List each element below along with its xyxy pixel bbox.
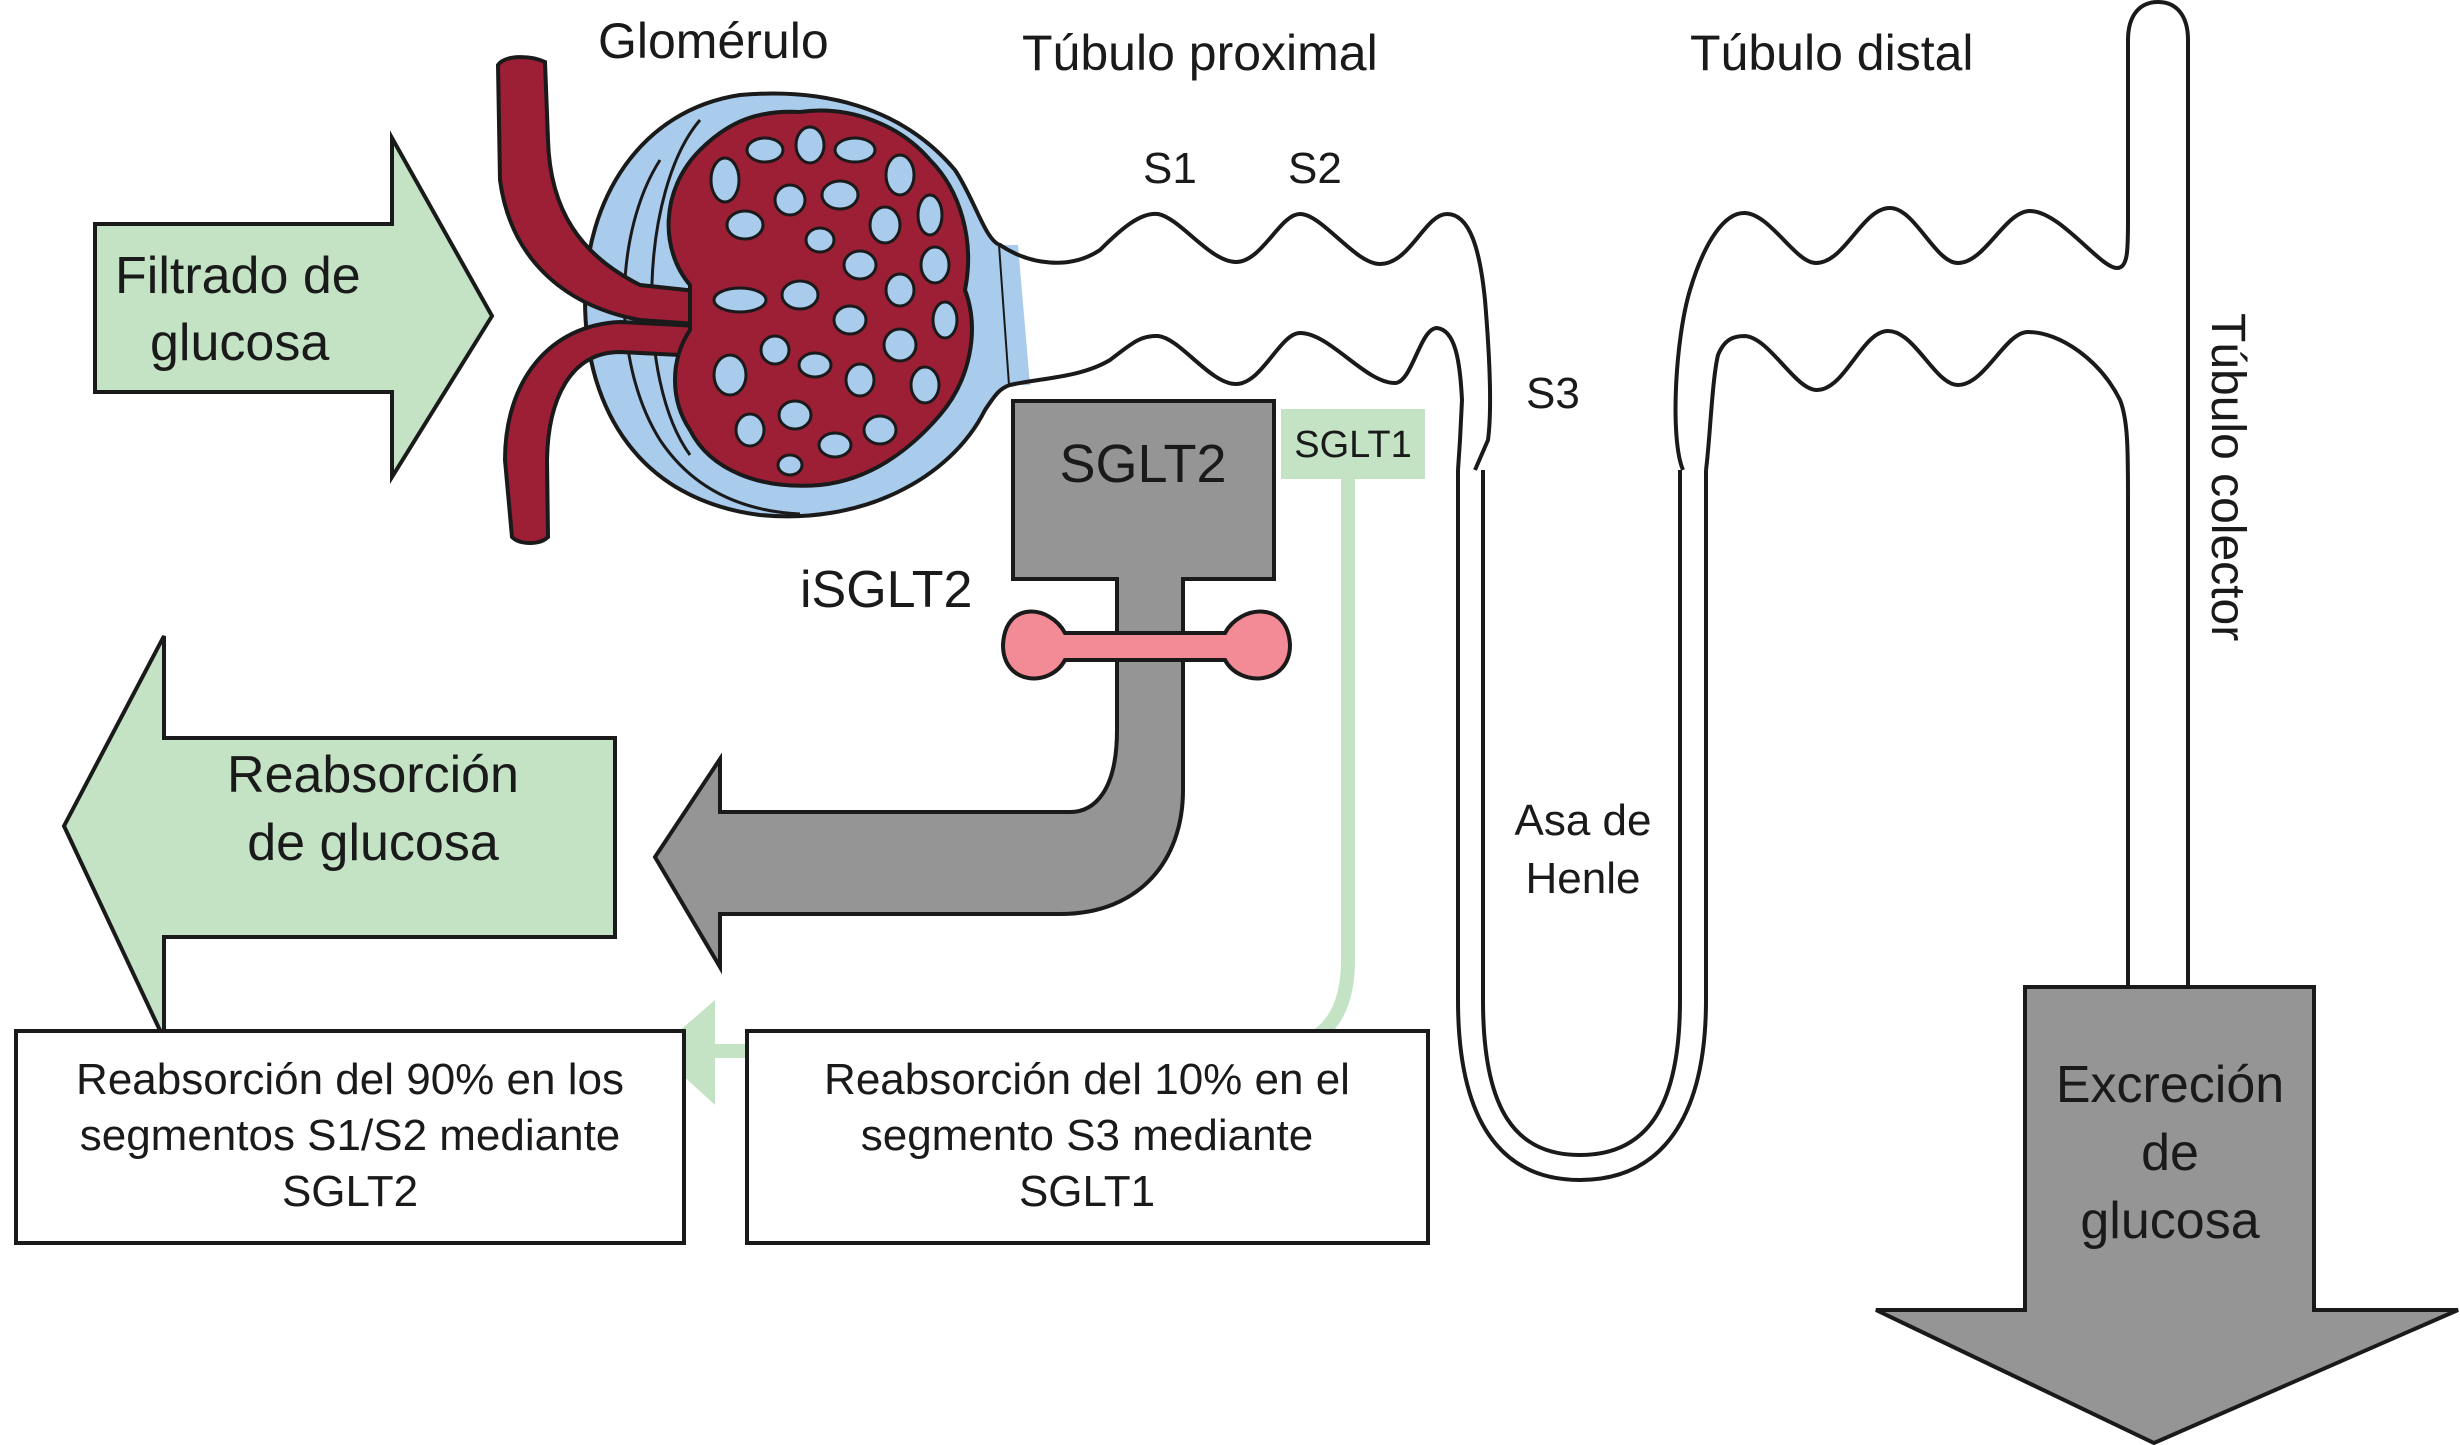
sglt1-label-box	[1281, 409, 1425, 479]
reabsorption-arrow: Reabsorción de glucosa	[61, 635, 617, 1040]
filtration-arrow: Filtrado de glucosa	[93, 130, 495, 485]
excretion-label-line2: de	[2141, 1124, 2199, 1182]
distal-tubule-outer-wall	[1673, 0, 2190, 987]
note-sglt2-line3: SGLT2	[282, 1167, 418, 1216]
note-sglt1-line2: segmento S3 mediante	[861, 1111, 1314, 1160]
note-box-sglt2-frame	[14, 1029, 686, 1245]
filtration-label-line2: glucosa	[150, 314, 329, 372]
filtration-label-line1: Filtrado de	[115, 247, 361, 305]
loop-of-henle-inner	[1481, 470, 1682, 1158]
loop-of-henle-label-line1: Asa de	[1515, 796, 1652, 845]
reabsorption-label-line1: Reabsorción	[227, 746, 519, 804]
afferent-arteriole	[495, 55, 782, 333]
sglt2-label: SGLT2	[1059, 434, 1226, 494]
distal-tubule-label: Túbulo distal	[1690, 25, 1974, 81]
glomerular-tuft	[666, 108, 974, 488]
sglt2-box-stem-cover	[1119, 574, 1181, 586]
distal-tubule-inner-wall	[1704, 328, 2130, 987]
isglt2-label: iSGLT2	[800, 561, 972, 619]
excretion-label-line3: glucosa	[2080, 1192, 2259, 1250]
isglt2-inhibitor-icon	[1000, 609, 1293, 681]
reabsorption-arrow-shape	[61, 635, 617, 1040]
distal-tubule	[1673, 0, 2190, 987]
sglt1-label: SGLT1	[1294, 424, 1412, 466]
excretion-arrow: Excreción de glucosa	[1875, 985, 2459, 1445]
collecting-duct-label: Túbulo colector	[2201, 313, 2254, 641]
segment-s2-label: S2	[1288, 144, 1342, 193]
isglt2-inhibitor: iSGLT2	[800, 561, 1293, 681]
excretion-arrow-shape	[1875, 985, 2459, 1445]
note-sglt1-line3: SGLT1	[1019, 1167, 1155, 1216]
segment-s1-label: S1	[1143, 144, 1197, 193]
capsule-inner-line-1	[622, 159, 801, 516]
sglt2-box	[1011, 399, 1276, 581]
tuft-holes	[709, 125, 959, 477]
note-sglt2-line1: Reabsorción del 90% en los	[76, 1055, 624, 1104]
note-box-sglt1-frame	[745, 1029, 1430, 1245]
glomerulus-label: Glomérulo	[598, 13, 829, 69]
note-box-sglt1: Reabsorción del 10% en el segmento S3 me…	[745, 1029, 1430, 1245]
note-box-sglt2: Reabsorción del 90% en los segmentos S1/…	[14, 1029, 686, 1245]
segment-s3-label: S3	[1526, 369, 1580, 418]
proximal-tubule-outer-wall	[998, 211, 1493, 471]
note-sglt1-line1: Reabsorción del 10% en el	[824, 1055, 1350, 1104]
loop-of-henle-label-line2: Henle	[1526, 854, 1641, 903]
sglt2-return-arrow	[652, 577, 1185, 975]
reabsorption-label-line2: de glucosa	[247, 814, 499, 872]
excretion-label-line1: Excreción	[2056, 1056, 2284, 1114]
note-sglt2-line2: segmentos S1/S2 mediante	[80, 1111, 621, 1160]
proximal-tubule	[998, 211, 1708, 1183]
loop-of-henle-outer	[1456, 470, 1708, 1183]
sglt2-pathway: SGLT2	[652, 399, 1276, 975]
capsule-blue-opening	[1000, 245, 1030, 385]
tuft-outline	[666, 108, 974, 488]
proximal-tubule-label: Túbulo proximal	[1022, 25, 1378, 81]
proximal-tubule-inner-wall	[1009, 325, 1465, 471]
filtration-arrow-shape	[93, 130, 495, 485]
